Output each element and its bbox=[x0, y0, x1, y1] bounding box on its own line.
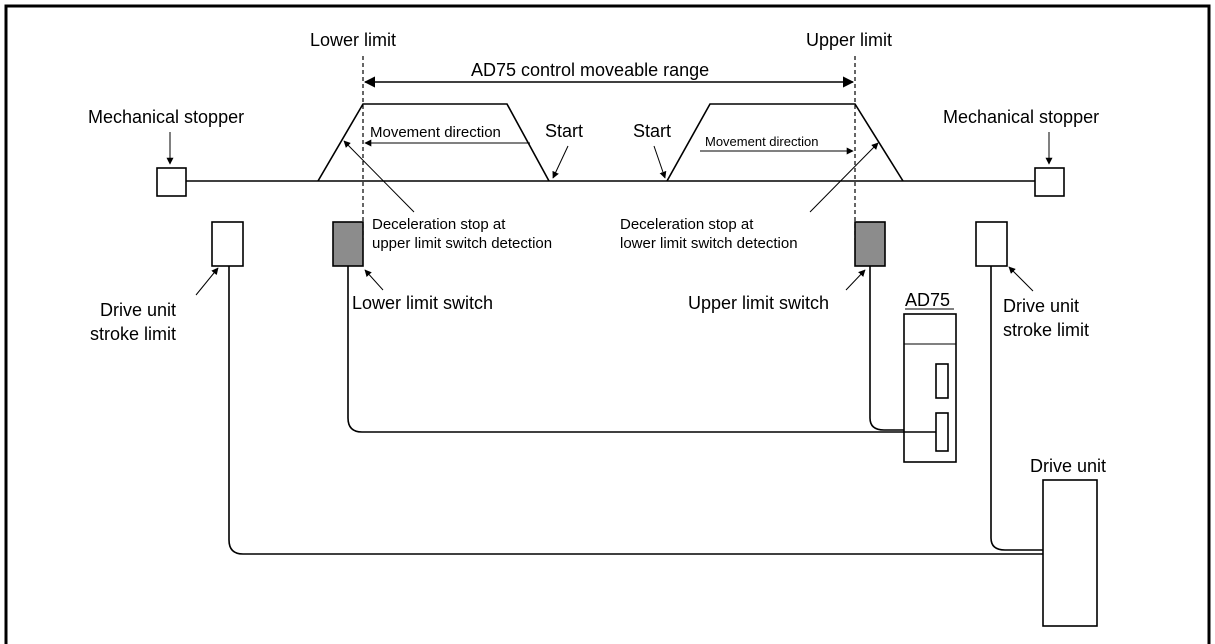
mechanical-stopper-left bbox=[156, 167, 187, 197]
mechanical-stopper-left-label: Mechanical stopper bbox=[88, 107, 244, 127]
start-right-arrow bbox=[653, 145, 667, 179]
mechanical-stopper-right-label: Mechanical stopper bbox=[943, 107, 1099, 127]
drive-stroke-right-line2: stroke limit bbox=[1003, 320, 1089, 340]
start-right-label: Start bbox=[633, 121, 671, 141]
lower-limit-switch-arrow bbox=[364, 269, 384, 291]
upper-limit-switch-label: Upper limit switch bbox=[688, 293, 829, 313]
control-range-label: AD75 control moveable range bbox=[471, 60, 709, 80]
upper-limit-label: Upper limit bbox=[806, 30, 892, 50]
wire-left-stroke-to-drive bbox=[228, 266, 1043, 555]
drive-stroke-left-line1: Drive unit bbox=[100, 300, 176, 320]
ad75-label: AD75 bbox=[905, 290, 950, 310]
ad75-connector-lower bbox=[935, 412, 949, 452]
decel-upper-leader bbox=[343, 140, 415, 213]
wire-right-stroke-to-drive bbox=[990, 266, 1043, 551]
drive-unit bbox=[1042, 479, 1098, 627]
drive-stroke-left-line2: stroke limit bbox=[90, 324, 176, 344]
movement-direction-right-label: Movement direction bbox=[705, 134, 818, 149]
drive-stroke-right-line1: Drive unit bbox=[1003, 296, 1079, 316]
wire-upper-switch-to-ad75 bbox=[869, 266, 904, 431]
upper-limit-switch bbox=[854, 221, 886, 267]
ad75-connector-upper bbox=[935, 363, 949, 399]
lower-limit-switch-label: Lower limit switch bbox=[352, 293, 493, 313]
decel-upper-line2: upper limit switch detection bbox=[372, 235, 552, 252]
drive-stroke-left-arrow bbox=[195, 267, 219, 296]
lower-limit-switch bbox=[332, 221, 364, 267]
upper-limit-switch-arrow bbox=[845, 269, 866, 291]
lower-limit-label: Lower limit bbox=[310, 30, 396, 50]
drive-stroke-limit-left bbox=[211, 221, 244, 267]
drive-stroke-limit-right bbox=[975, 221, 1008, 267]
mechanical-stopper-right bbox=[1034, 167, 1065, 197]
decel-lower-line1: Deceleration stop at bbox=[620, 216, 754, 233]
wire-lower-switch-to-ad75 bbox=[347, 266, 936, 433]
decel-upper-line1: Deceleration stop at bbox=[372, 216, 506, 233]
start-left-arrow bbox=[552, 145, 569, 179]
start-left-label: Start bbox=[545, 121, 583, 141]
decel-lower-line2: lower limit switch detection bbox=[620, 235, 798, 252]
diagram-frame bbox=[4, 4, 1211, 644]
right-speed-profile bbox=[666, 103, 904, 182]
movement-direction-left-label: Movement direction bbox=[370, 124, 501, 141]
decel-lower-leader bbox=[809, 142, 879, 213]
drive-stroke-right-arrow bbox=[1008, 266, 1034, 292]
drive-unit-label: Drive unit bbox=[1030, 456, 1106, 476]
